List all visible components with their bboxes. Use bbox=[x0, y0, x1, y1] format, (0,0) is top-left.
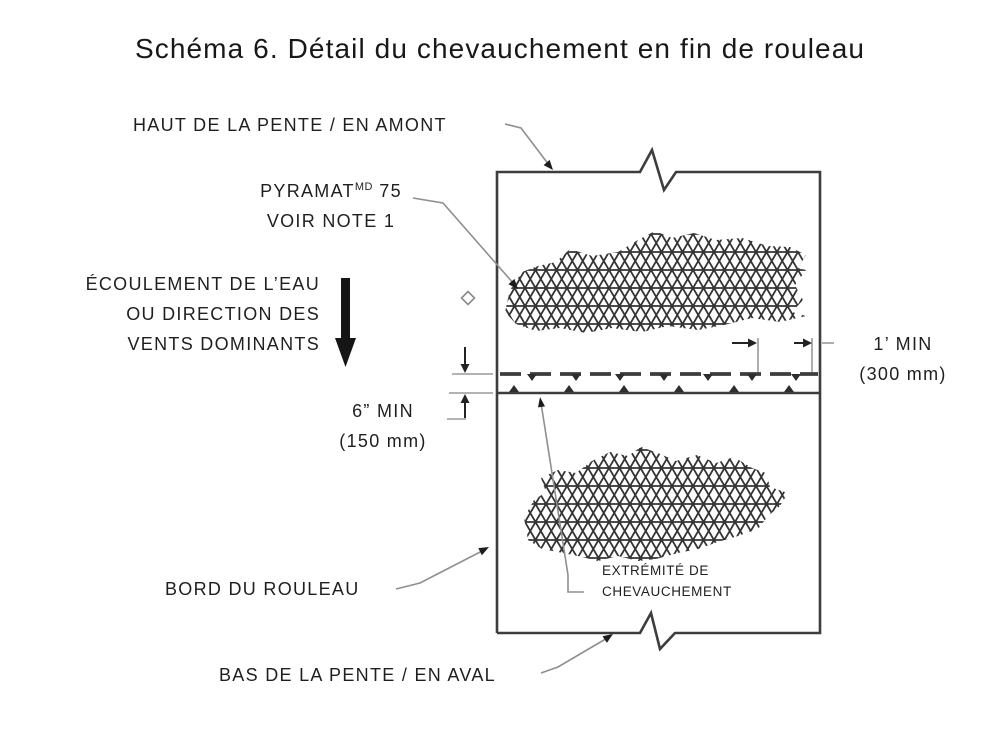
dim-6in-value: 6” MIN bbox=[352, 401, 414, 421]
staple-marks-solid bbox=[509, 385, 794, 392]
pyramat-mesh-upper bbox=[505, 231, 806, 333]
label-roll-edge: BORD DU ROULEAU bbox=[165, 579, 360, 599]
leader-pyramat bbox=[412, 197, 515, 285]
leader-roll-edge bbox=[395, 549, 485, 590]
staple-marks-dashed bbox=[527, 374, 801, 381]
leader-overlap-end bbox=[540, 402, 584, 593]
flow-direction-arrow bbox=[335, 278, 356, 367]
pyramat-line: PYRAMATMD 75 bbox=[222, 172, 440, 206]
pyramat-trademark: MD bbox=[354, 181, 373, 193]
label-dim-6in: 6” MIN (150 mm) bbox=[308, 396, 458, 456]
pyramat-note: VOIR NOTE 1 bbox=[266, 211, 396, 231]
label-top-of-slope: HAUT DE LA PENTE / EN AMONT bbox=[133, 115, 447, 135]
overlap-end-line-1: EXTRÉMITÉ DE bbox=[602, 563, 709, 578]
leader-arrowheads bbox=[478, 159, 613, 643]
label-bottom-of-slope: BAS DE LA PENTE / EN AVAL bbox=[219, 665, 496, 685]
flow-line-3: VENTS DOMINANTS bbox=[127, 334, 320, 354]
pyramat-mesh-lower bbox=[524, 447, 788, 561]
leader-lines bbox=[395, 123, 610, 674]
label-dim-1ft: 1’ MIN (300 mm) bbox=[828, 329, 978, 389]
dim-1ft-metric: (300 mm) bbox=[859, 364, 947, 384]
dim-6in-graphics bbox=[447, 347, 493, 420]
flow-line-1: ÉCOULEMENT DE L’EAU bbox=[85, 274, 320, 294]
leader-top-of-slope bbox=[504, 123, 550, 166]
flow-line-2: OU DIRECTION DES bbox=[126, 304, 320, 324]
label-pyramat: PYRAMATMD 75 VOIR NOTE 1 bbox=[222, 172, 440, 236]
leader-bottom-of-slope bbox=[540, 636, 610, 674]
label-flow-direction: ÉCOULEMENT DE L’EAU OU DIRECTION DES VEN… bbox=[55, 269, 320, 359]
diagram-title: Schéma 6. Détail du chevauchement en fin… bbox=[134, 33, 866, 64]
dim-6in-metric: (150 mm) bbox=[339, 431, 427, 451]
pyramat-number: 75 bbox=[372, 181, 402, 201]
pyramat-name: PYRAMAT bbox=[260, 181, 355, 201]
overlap-end-line-2: CHEVAUCHEMENT bbox=[602, 584, 732, 599]
dim-1ft-value: 1’ MIN bbox=[873, 334, 933, 354]
label-overlap-end: EXTRÉMITÉ DE CHEVAUCHEMENT bbox=[602, 560, 732, 602]
dim-1ft-graphics bbox=[732, 338, 834, 372]
roll-outline bbox=[495, 146, 822, 652]
anchor-diamond bbox=[460, 290, 476, 306]
